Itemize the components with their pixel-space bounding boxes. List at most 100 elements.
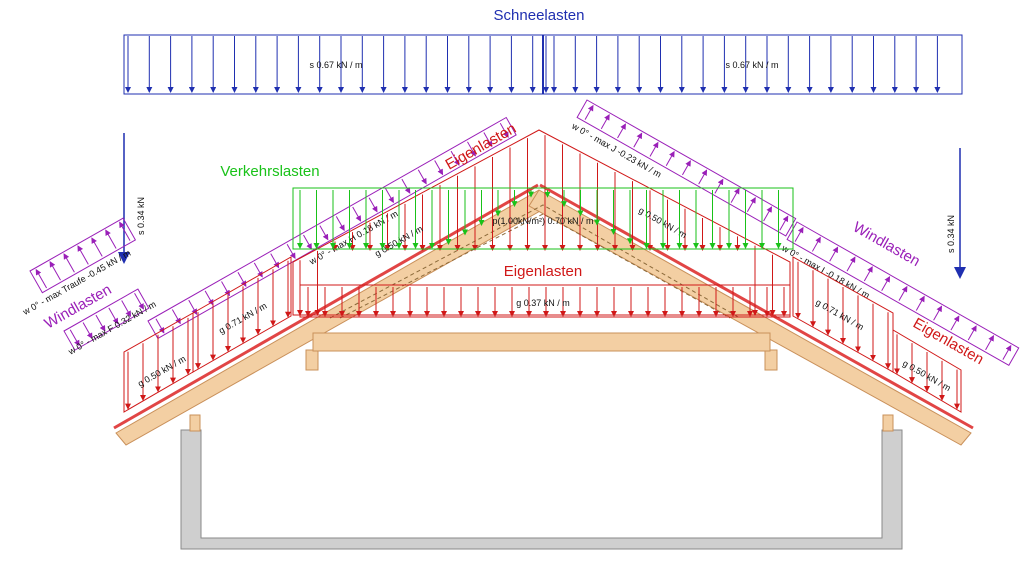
wall-frame — [180, 429, 903, 550]
strut-right — [764, 349, 778, 371]
dead-load-left-low — [123, 312, 194, 413]
wind-arrow — [794, 226, 804, 242]
wind-arrow — [811, 236, 821, 252]
wind-arrow — [633, 132, 643, 148]
strut-left — [305, 349, 319, 371]
wind-arrow — [600, 114, 610, 130]
wind-arrow — [483, 132, 493, 148]
live-loads: Verkehrslasten p(1.00kN/m²) 0.70 kN / m — [220, 163, 794, 250]
snow-point-left-label: s 0.34 kN — [136, 197, 146, 235]
dead-top-arrows — [297, 135, 776, 316]
wind-h-band — [147, 116, 517, 340]
wind-arrow — [450, 150, 460, 166]
wind-arrow — [933, 305, 943, 321]
wind-arrow — [863, 266, 873, 282]
wind-arrow — [779, 215, 789, 231]
wind-arrow — [91, 237, 103, 257]
live-arrows — [297, 190, 782, 249]
wind-arrow — [950, 315, 960, 331]
eigen-mid-title: Eigenlasten — [504, 263, 582, 280]
wind-arrow — [82, 322, 93, 339]
wind-arrow — [967, 325, 977, 341]
dead-load-right-low — [892, 329, 962, 413]
post-left — [189, 414, 201, 432]
wind-traufe-band — [29, 217, 137, 294]
wind-j-band — [576, 99, 797, 237]
ceiling-dashed-1 — [329, 204, 741, 319]
post-right — [882, 414, 894, 432]
g-left-low-label: g 0.50 kN / m — [136, 354, 187, 389]
wind-arrow — [649, 141, 659, 157]
wind-arrow — [1002, 344, 1012, 360]
wind-arrow — [499, 122, 509, 138]
wind-i-arrows — [794, 226, 1012, 360]
wind-arrow — [665, 150, 675, 166]
wind-f-band — [63, 288, 150, 351]
wind-j-arrows — [584, 104, 789, 231]
snow-point-right-label: s 0.34 kN — [946, 215, 956, 253]
wind-arrow — [584, 104, 594, 120]
wind-arrow — [714, 178, 724, 194]
wind-arrow — [253, 262, 263, 278]
wind-arrow — [698, 169, 708, 185]
roof-cover-left — [113, 183, 539, 430]
wind-i-band — [786, 221, 1020, 367]
wind-arrow — [368, 197, 378, 213]
wind-f-arrows — [69, 292, 144, 347]
wind-arrow — [846, 256, 856, 272]
building — [113, 183, 974, 550]
wind-arrow — [335, 216, 345, 232]
g-beam-label: g 0.37 kN / m — [516, 298, 570, 308]
wind-arrow — [417, 169, 427, 185]
live-load-box — [292, 187, 794, 250]
wind-arrow — [121, 300, 132, 318]
wind-arrow — [385, 188, 394, 204]
wind-arrow — [467, 141, 476, 157]
wind-arrow — [829, 246, 839, 262]
wind-arrow — [401, 178, 411, 194]
wind-h-arrows — [155, 122, 509, 334]
wind-arrow — [49, 261, 61, 281]
dead-side-arrows — [125, 260, 960, 410]
wind-arrow — [352, 206, 362, 222]
wind-arrow — [134, 292, 144, 310]
snow-right-label: s 0.67 kN / m — [725, 60, 778, 70]
wind-arrow — [63, 253, 75, 273]
snow-loads: Schneelasten s 0.67 kN / m s 0.67 kN / m… — [118, 7, 966, 279]
wind-arrow — [915, 295, 925, 311]
verkehr-title: Verkehrslasten — [220, 163, 319, 180]
wind-arrow — [898, 285, 908, 301]
roof-cover-right — [539, 183, 974, 430]
snow-title: Schneelasten — [494, 7, 585, 24]
wind-arrow — [77, 245, 89, 265]
dead-load-beam-outline — [299, 284, 791, 318]
wind-arrow — [730, 187, 740, 203]
wind-arrow — [881, 276, 891, 292]
wind-h-label: w 0° - max H 0.18 kN / m — [307, 208, 400, 267]
snow-arrows — [125, 36, 941, 93]
wind-title-right: Windlasten — [850, 219, 923, 270]
wind-arrow — [303, 234, 312, 250]
snow-left-label: s 0.67 kN / m — [309, 60, 362, 70]
wind-arrow — [95, 314, 106, 332]
wind-arrow — [286, 244, 296, 260]
collar-beam — [312, 332, 771, 352]
wind-arrow — [119, 221, 131, 241]
wind-traufe-arrows — [35, 221, 131, 289]
wind-arrow — [319, 225, 329, 241]
wind-arrow — [69, 329, 80, 347]
wind-arrow — [270, 253, 280, 269]
verkehr-load-label: p(1.00kN/m²) 0.70 kN / m — [492, 216, 593, 226]
wind-arrow — [108, 307, 119, 325]
dead-beam-arrows — [305, 287, 787, 317]
wind-arrow — [763, 206, 772, 222]
wind-title-left: Windlasten — [42, 281, 115, 332]
wind-arrow — [746, 197, 756, 213]
wind-arrow — [105, 229, 117, 249]
wind-arrow — [434, 160, 444, 176]
wind-arrow — [617, 123, 626, 139]
wind-arrow — [35, 268, 48, 289]
wind-arrow — [682, 160, 691, 176]
wind-arrow — [985, 335, 994, 351]
